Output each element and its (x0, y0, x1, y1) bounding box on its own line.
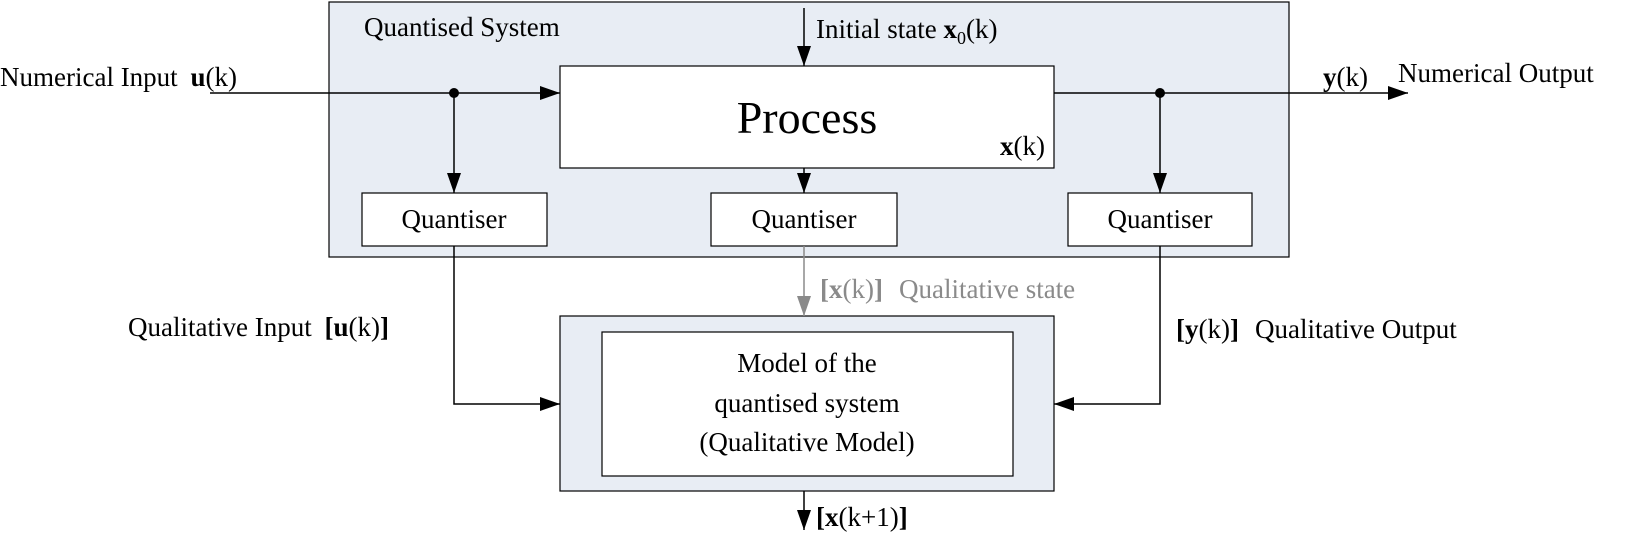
qualitative-state-open: [ (820, 274, 829, 304)
numerical-output-arg: (k) (1337, 62, 1368, 92)
input-quantiser-box (361, 192, 548, 247)
output-quantiser-label: Quantiser (1108, 204, 1213, 234)
qualitative-input-arg: (k) (348, 312, 379, 342)
next-state-label: [x(k+1)] (816, 502, 908, 532)
process-state-arg: (k) (1014, 131, 1045, 161)
process-state-label: x(k) (1000, 131, 1045, 161)
qualitative-output-var: y (1185, 314, 1199, 344)
quantised-system-title: Quantised System (364, 12, 560, 42)
qualitative-state-label: [x(k)] Qualitative state (820, 274, 1075, 304)
initial-state-arg: (k) (966, 14, 997, 44)
initial-state-var: x (943, 14, 957, 44)
next-state-close: ] (899, 502, 908, 532)
qualitative-state-arg: (k) (843, 274, 874, 304)
qualitative-state-var: x (829, 274, 843, 304)
numerical-input-text: Numerical Input (0, 62, 184, 92)
qualitative-input-arrow (453, 246, 560, 411)
qualitative-input-text: Qualitative Input (128, 312, 318, 342)
qualitative-output-close: ] (1230, 314, 1239, 344)
numerical-input-arg: (k) (205, 62, 236, 92)
initial-state-subscript: 0 (957, 28, 966, 48)
input-quantiser-label: Quantiser (402, 204, 507, 234)
numerical-input-label: Numerical Input u(k) (0, 62, 237, 92)
qualitative-state-close: ] (874, 274, 883, 304)
model-line-2: quantised system (714, 388, 899, 418)
initial-state-label: Initial state x0(k) (816, 14, 997, 48)
numerical-output-var: y (1323, 62, 1337, 92)
next-state-var: x (825, 502, 839, 532)
process-state-var: x (1000, 131, 1014, 161)
next-state-arg: (k+1) (839, 502, 899, 532)
qualitative-output-text: Qualitative Output (1255, 314, 1457, 344)
qualitative-input-close: ] (380, 312, 389, 342)
state-quantiser-label: Quantiser (752, 204, 857, 234)
qualitative-output-label: [y(k)] Qualitative Output (1176, 314, 1457, 344)
model-line-3: (Qualitative Model) (699, 427, 914, 457)
next-state-open: [ (816, 502, 825, 532)
output-quantiser-box (1067, 192, 1253, 247)
numerical-output-text: Numerical Output (1398, 58, 1594, 88)
qualitative-output-arg: (k) (1199, 314, 1230, 344)
numerical-output-label: y(k) (1323, 62, 1368, 92)
qualitative-state-text: Qualitative state (899, 274, 1075, 304)
initial-state-text: Initial state (816, 14, 943, 44)
numerical-input-var: u (190, 62, 205, 92)
process-label: Process (737, 92, 878, 143)
qualitative-model-box (601, 331, 1014, 477)
process-box (559, 65, 1055, 169)
qualitative-input-label: Qualitative Input [u(k)] (128, 312, 389, 342)
model-line-1: Model of the (737, 348, 876, 378)
qualitative-output-arrow (1054, 246, 1161, 411)
qualitative-output-open: [ (1176, 314, 1185, 344)
qualitative-input-var: u (333, 312, 348, 342)
qualitative-input-open: [ (324, 312, 333, 342)
